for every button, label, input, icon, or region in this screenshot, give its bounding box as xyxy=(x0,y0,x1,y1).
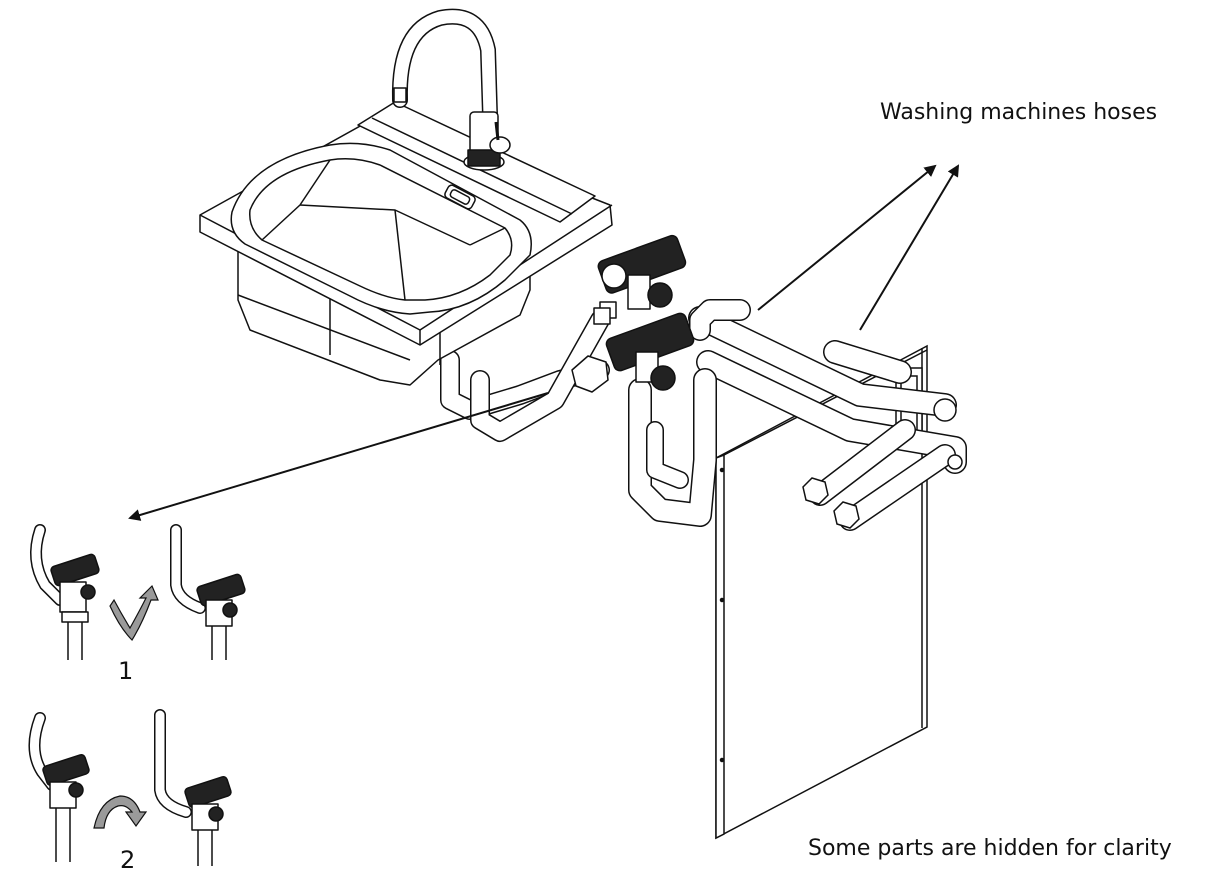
faucet-illustration xyxy=(391,8,511,171)
valve-detail-step1-after xyxy=(170,524,246,660)
valve-detail-step1-before xyxy=(30,524,100,660)
valve-detail-step2-after xyxy=(154,709,232,866)
sink-illustration xyxy=(199,101,613,386)
sink-supply-hoses xyxy=(440,310,610,442)
drain-trap-illustration xyxy=(628,299,751,527)
step-2-label: 2 xyxy=(120,846,136,874)
pointer-arrows xyxy=(128,164,960,521)
valve-detail-step2-before xyxy=(28,712,90,862)
rotation-arrow-icon xyxy=(93,795,148,829)
detail-arrow xyxy=(128,392,549,521)
hose-arrow-2 xyxy=(859,164,960,331)
step-1-label: 1 xyxy=(118,657,134,685)
outlet-nuts xyxy=(802,398,963,529)
upper-valve xyxy=(597,234,687,319)
hidden-parts-note: Some parts are hidden for clarity xyxy=(808,836,1172,861)
rotation-arrow-icon xyxy=(109,584,159,641)
valve-assembly xyxy=(571,234,695,393)
hose-arrow-1 xyxy=(757,164,937,311)
lower-valve xyxy=(571,307,695,393)
washing-machine-hoses-label: Washing machines hoses xyxy=(880,100,1158,125)
